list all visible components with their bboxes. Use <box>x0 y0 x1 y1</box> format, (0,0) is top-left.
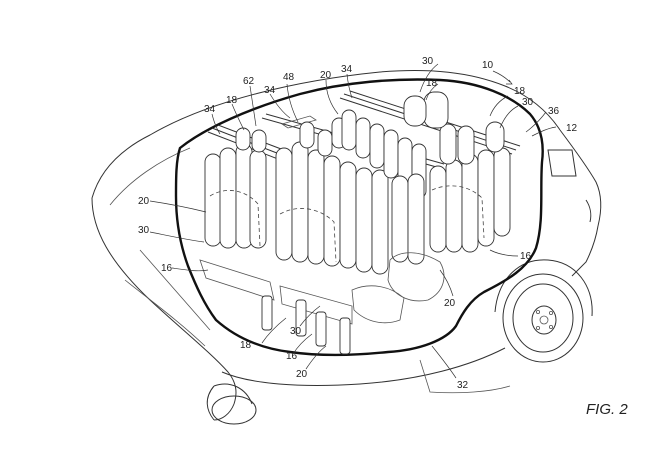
ref-30-bottom: 30 <box>290 326 302 337</box>
ref-18-top-right: 18 <box>426 78 438 89</box>
ref-20-top: 20 <box>320 70 332 81</box>
ref-16-bottom: 16 <box>286 351 298 362</box>
ref-36: 36 <box>548 106 560 117</box>
ref-18-top-left: 18 <box>226 95 238 106</box>
seats <box>199 185 485 355</box>
ref-10: 10 <box>482 60 494 71</box>
vehicle-body <box>91 70 602 425</box>
figure-caption: FIG. 2 <box>586 401 628 418</box>
ref-12: 12 <box>566 123 578 134</box>
leader-lines <box>149 63 557 379</box>
ref-30-right: 30 <box>522 97 534 108</box>
ref-30-top: 30 <box>422 56 434 67</box>
ref-18-right: 18 <box>514 86 526 97</box>
ref-18-bottom: 18 <box>240 340 252 351</box>
ref-20-bottom: 20 <box>296 369 308 380</box>
ref-16-right: 16 <box>520 251 532 262</box>
cutaway-boundary <box>174 78 544 357</box>
ref-20-center: 20 <box>444 298 456 309</box>
ref-10-arrow <box>506 79 513 85</box>
ref-34-mid: 34 <box>264 85 276 96</box>
ref-34-top: 34 <box>341 64 353 75</box>
airbag-tubes <box>204 91 511 275</box>
reference-numerals: 10 12 16 16 16 18 18 18 18 20 20 20 20 3… <box>138 56 578 391</box>
ref-34-left: 34 <box>204 104 216 115</box>
ref-62: 62 <box>243 76 255 87</box>
ref-30-left: 30 <box>138 225 150 236</box>
ref-48: 48 <box>283 72 295 83</box>
ref-20-left: 20 <box>138 196 150 207</box>
ref-16-left: 16 <box>161 263 173 274</box>
ref-32: 32 <box>457 380 469 391</box>
